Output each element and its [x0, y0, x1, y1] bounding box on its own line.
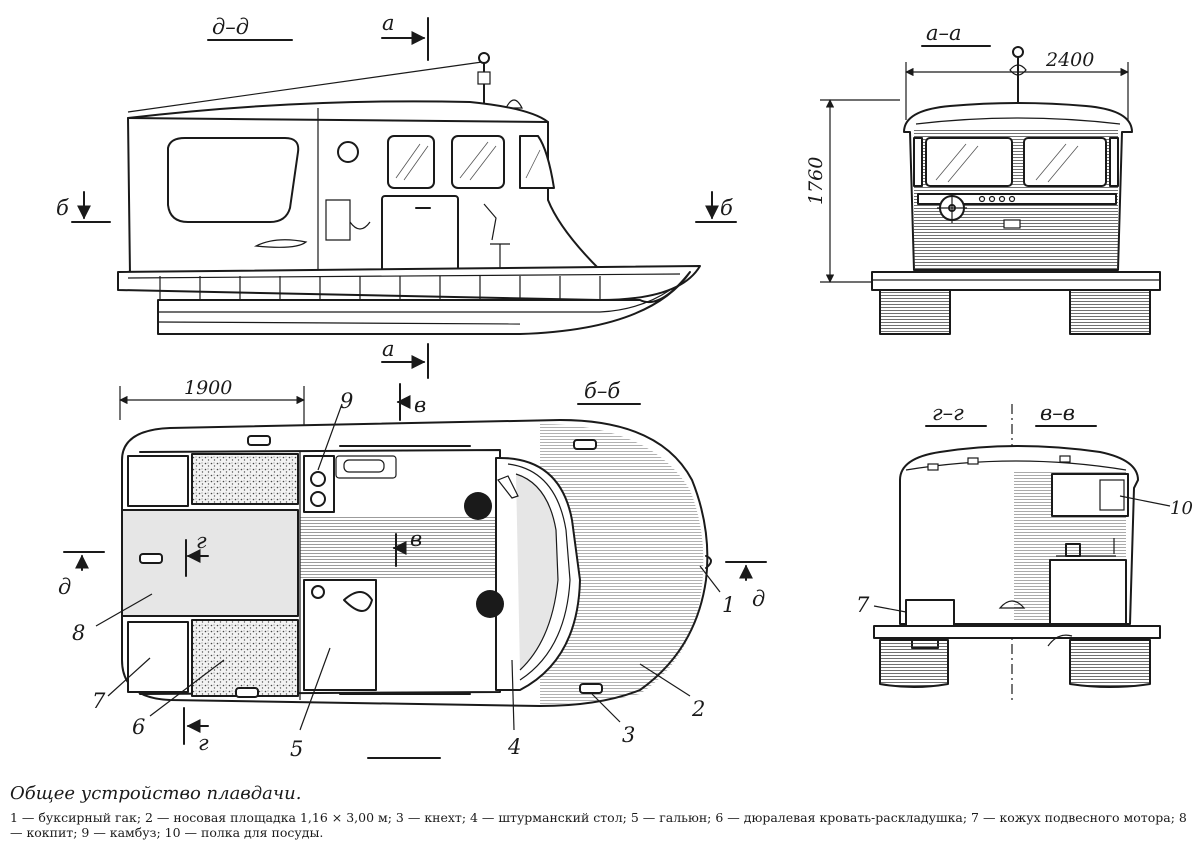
caption-title: Общее устройство плавдачи. — [10, 783, 302, 804]
callout-1: 1 — [722, 593, 735, 617]
bunk-top — [191, 453, 299, 505]
steering-wheel-icon — [937, 193, 967, 223]
motor-cover — [127, 621, 189, 693]
caption-legend: 1 — буксирный гак; 2 — носовая площадка … — [10, 810, 1187, 840]
cut-mark-b-left: б — [56, 196, 69, 220]
cut-mark-b-right: б — [720, 196, 733, 220]
callout-7: 7 — [92, 689, 106, 713]
porthole — [337, 141, 359, 163]
figure-caption: Общее устройство плавдачи. 1 — буксирный… — [10, 783, 1190, 840]
side-window-2 — [451, 135, 505, 189]
dim-width: 2400 — [1045, 49, 1094, 71]
cut-mark-d-right: д — [752, 587, 765, 611]
callout-2: 2 — [691, 697, 705, 721]
dashboard — [917, 193, 1117, 205]
section-label-end-v: в–в — [1040, 401, 1075, 425]
end-sections: г–г в–в — [873, 401, 1161, 700]
float-end-left — [879, 639, 949, 688]
bunk-bottom — [191, 619, 299, 697]
front-window-left — [925, 137, 1013, 187]
callout-7-end: 7 — [856, 593, 870, 617]
callout-3: 3 — [622, 723, 635, 747]
callout-4: 4 — [507, 735, 521, 759]
front-section: а–а 2400 1760 — [805, 21, 1161, 335]
dim-cockpit: 1900 — [184, 377, 232, 399]
side-window-1 — [387, 135, 435, 189]
side-window-3 — [519, 135, 555, 189]
dim-height: 1760 — [805, 157, 827, 205]
section-label-plan: б–б — [584, 379, 620, 403]
deck-frames — [159, 276, 601, 300]
plan-view: б–б 1900 — [58, 377, 767, 759]
galley — [303, 455, 335, 513]
float-right — [1069, 289, 1151, 335]
callout-8: 8 — [72, 621, 85, 645]
float-end-right — [1069, 639, 1151, 688]
seat-lower — [476, 590, 504, 618]
seat-upper — [464, 492, 492, 520]
cut-mark-v-top: в — [414, 393, 426, 417]
cut-mark-a-top: а — [382, 11, 395, 35]
cut-mark-v-mid: в — [410, 527, 422, 551]
callout-9: 9 — [340, 389, 353, 413]
canopy-window — [167, 137, 300, 223]
cut-mark-g-mid: г — [196, 529, 207, 553]
mast — [477, 52, 523, 119]
callout-6: 6 — [132, 715, 145, 739]
boat-drawing: д–д а б б а а–а 2400 1760 — [56, 11, 1193, 761]
section-label-end-g: г–г — [932, 401, 964, 425]
callout-5: 5 — [290, 737, 303, 761]
deck-line — [117, 265, 701, 301]
section-label-front: а–а — [926, 21, 962, 45]
tow-hook — [705, 555, 712, 569]
cut-mark-a-bottom: а — [382, 337, 395, 361]
section-label-side: д–д — [212, 15, 249, 39]
cleats — [139, 435, 603, 698]
pontoon-hull — [157, 271, 691, 335]
cut-mark-d-left: д — [58, 575, 71, 599]
side-elevation: д–д а б б а — [56, 11, 737, 379]
callout-10: 10 — [1170, 498, 1193, 519]
cut-mark-g-bottom: г — [198, 731, 209, 755]
float-left — [879, 289, 951, 335]
callouts: 1 2 3 4 5 6 7 8 9 10 7 — [72, 389, 1193, 761]
